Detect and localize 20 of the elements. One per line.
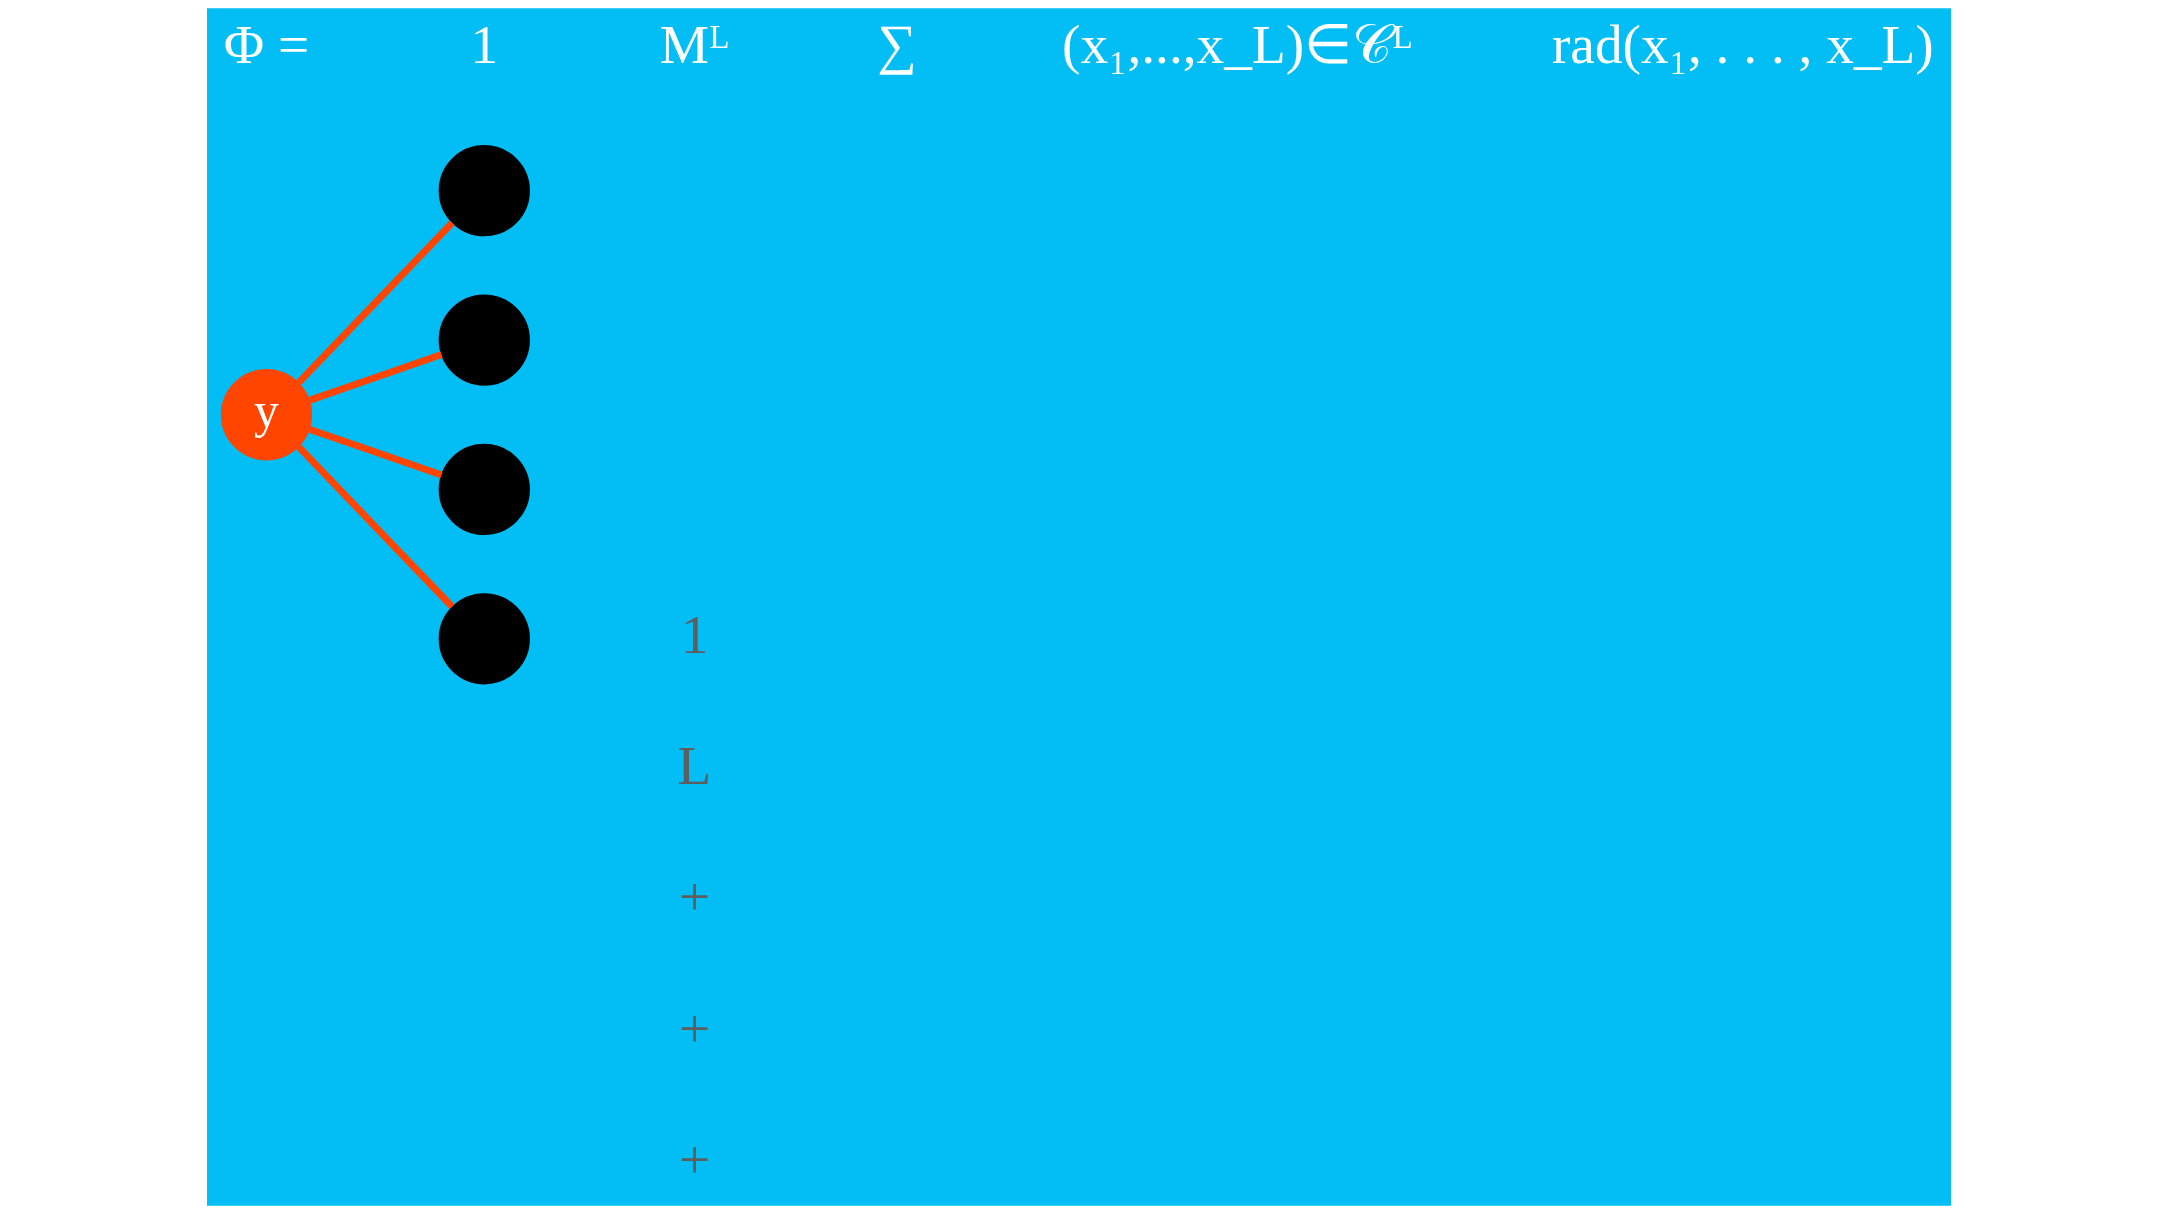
label: L [677, 735, 711, 797]
connector [295, 444, 455, 610]
node-circle [438, 593, 530, 685]
label: 1 [680, 603, 708, 665]
label: Mᴸ [659, 14, 729, 76]
connector [307, 425, 443, 479]
node-circle [438, 443, 530, 536]
label: 1 [469, 14, 498, 76]
label: ∑ [876, 14, 917, 76]
label: + [678, 1129, 710, 1191]
node-circle [438, 145, 530, 237]
label: rad(x₁, . . . , x_L) [1551, 14, 1934, 76]
label: + [678, 866, 710, 928]
label: (x₁,...,x_L)∈𝒞ᴸ [1061, 14, 1413, 76]
label: + [678, 997, 710, 1059]
label: Φ = [223, 14, 309, 76]
connector [307, 351, 443, 404]
node-circle [438, 294, 530, 386]
node-circle: y [220, 369, 312, 461]
connector [295, 220, 455, 386]
